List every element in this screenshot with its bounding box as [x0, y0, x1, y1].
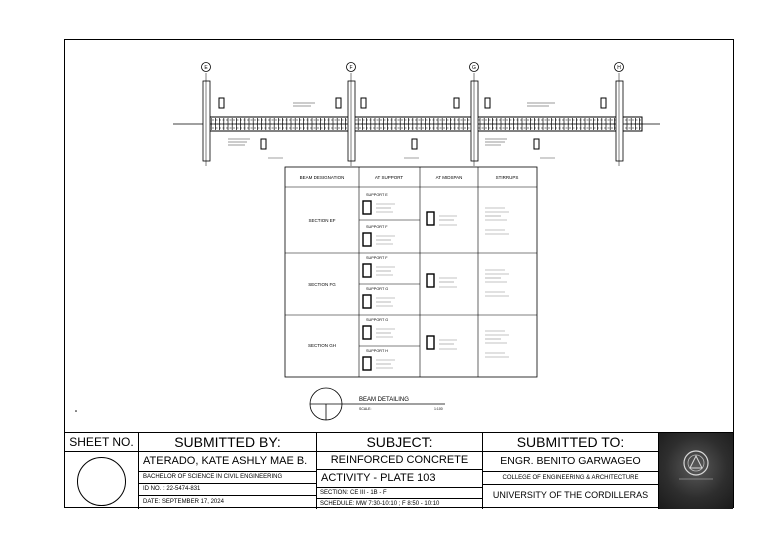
submitted-by-cell: SUBMITTED BY: ATERADO, KATE ASHLY MAE B.…	[139, 433, 317, 509]
support-column-f	[347, 73, 356, 166]
support-column-h	[615, 73, 624, 166]
support-column-e	[202, 73, 211, 166]
subject-cell: SUBJECT: REINFORCED CONCRETE ACTIVITY - …	[317, 433, 483, 509]
submitted-by-label: SUBMITTED BY:	[139, 433, 316, 452]
support-label-1: SUPPORT E	[366, 193, 388, 197]
drawing-area: E F G H	[65, 40, 733, 432]
seal-icon	[679, 450, 713, 480]
degree: BACHELOR OF SCIENCE IN CIVIL ENGINEERING	[139, 472, 316, 484]
submitted-to-cell: SUBMITTED TO: ENGR. BENITO GARWAGEO COLL…	[483, 433, 659, 509]
grid-label-g: G	[472, 65, 476, 71]
instructor-name: ENGR. BENITO GARWAGEO	[483, 452, 658, 472]
row-designation-ef: SECTION EF	[308, 218, 335, 223]
grid-label-h: H	[617, 65, 621, 71]
grid-label-f: F	[349, 65, 352, 71]
drawing-title: BEAM DETAILING	[359, 397, 409, 403]
id-number: ID NO. : 22-5474-831	[139, 484, 316, 496]
college-name: COLLEGE OF ENGINEERING & ARCHITECTURE	[483, 472, 658, 485]
drawing-title-block: BEAM DETAILING SCALE: 1:100	[309, 387, 445, 421]
header-stirrups: STIRRUPS	[496, 175, 519, 180]
support-label-2: SUPPORT F	[366, 225, 388, 229]
support-label-6: SUPPORT H	[366, 349, 388, 353]
sheet-no-label: SHEET NO.	[65, 433, 138, 452]
student-name: ATERADO, KATE ASHLY MAE B.	[139, 452, 316, 472]
drawing-sheet: E F G H	[64, 39, 734, 509]
class-section: SECTION: CE III - 1B - F	[317, 488, 482, 499]
university-name: UNIVERSITY OF THE CORDILLERAS	[492, 490, 649, 500]
grid-label-e: E	[204, 65, 208, 71]
title-block: SHEET NO. SUBMITTED BY: ATERADO, KATE AS…	[65, 432, 733, 509]
grid-marker-f: F	[346, 62, 356, 72]
sheet-no-cell: SHEET NO.	[65, 433, 139, 509]
subject-line-1: REINFORCED CONCRETE	[317, 452, 482, 470]
row-designation-gh: SECTION GH	[308, 343, 336, 348]
beam-section-marks	[218, 97, 607, 150]
sheet-number-circle	[77, 457, 126, 506]
date: DATE: SEPTEMBER 17, 2024	[143, 499, 224, 505]
section-sketches	[362, 200, 435, 371]
cell-notes	[376, 203, 509, 369]
scale-label: SCALE:	[359, 407, 371, 411]
header-beam-designation: BEAM DESIGNATION	[300, 175, 345, 180]
beam-schedule-table: BEAM DESIGNATION AT SUPPORT AT MIDSPAN S…	[284, 166, 538, 378]
beam-drawing: E F G H	[75, 62, 660, 421]
support-label-4: SUPPORT G	[366, 287, 388, 291]
header-at-midspan: AT MIDSPAN	[436, 175, 463, 180]
university-logo	[659, 433, 733, 509]
rebar-annotations	[228, 102, 555, 159]
grid-marker-e: E	[201, 62, 211, 72]
schedule: SCHEDULE: MW 7:30-10:10 ; F 8:50 - 10:10	[320, 501, 440, 507]
scale-value: 1:100	[434, 407, 443, 411]
submitted-to-label: SUBMITTED TO:	[483, 433, 658, 452]
row-designation-fg: SECTION FG	[308, 282, 336, 287]
subject-line-2: ACTIVITY - PLATE 103	[317, 470, 482, 488]
support-label-3: SUPPORT F	[366, 256, 388, 260]
support-label-5: SUPPORT G	[366, 318, 388, 322]
grid-marker-g: G	[469, 62, 479, 72]
support-column-g	[470, 73, 479, 166]
header-at-support: AT SUPPORT	[375, 175, 404, 180]
grid-marker-h: H	[614, 62, 624, 72]
subject-label: SUBJECT:	[317, 433, 482, 452]
